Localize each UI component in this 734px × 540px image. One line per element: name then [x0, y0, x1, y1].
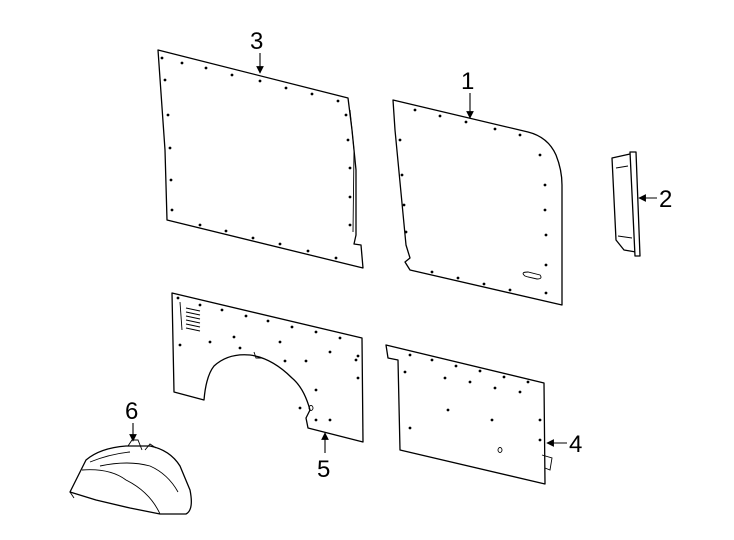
callout-5: 5 — [317, 432, 330, 483]
panel-1 — [392, 99, 563, 306]
svg-text:1: 1 — [461, 68, 474, 95]
panel-1-fasteners — [398, 108, 548, 295]
callout-6: 6 — [125, 398, 138, 442]
panel-5-fasteners — [176, 296, 360, 422]
callout-4: 4 — [546, 431, 582, 458]
panel-5-vent — [185, 307, 201, 332]
panel-3-fasteners — [160, 56, 352, 260]
panel-4 — [385, 344, 553, 485]
svg-text:3: 3 — [250, 28, 263, 55]
panel-5 — [171, 292, 364, 443]
panel-3 — [157, 49, 364, 269]
panel-4-fasteners — [403, 353, 542, 442]
svg-text:4: 4 — [569, 431, 582, 458]
svg-text:2: 2 — [659, 186, 672, 213]
callout-1: 1 — [461, 68, 474, 119]
pillar-trim-2 — [611, 151, 641, 257]
svg-text:5: 5 — [317, 456, 330, 483]
callout-3: 3 — [250, 28, 264, 74]
wheelhouse-liner-6 — [69, 439, 192, 515]
callout-2: 2 — [638, 186, 672, 213]
svg-text:6: 6 — [125, 398, 138, 425]
